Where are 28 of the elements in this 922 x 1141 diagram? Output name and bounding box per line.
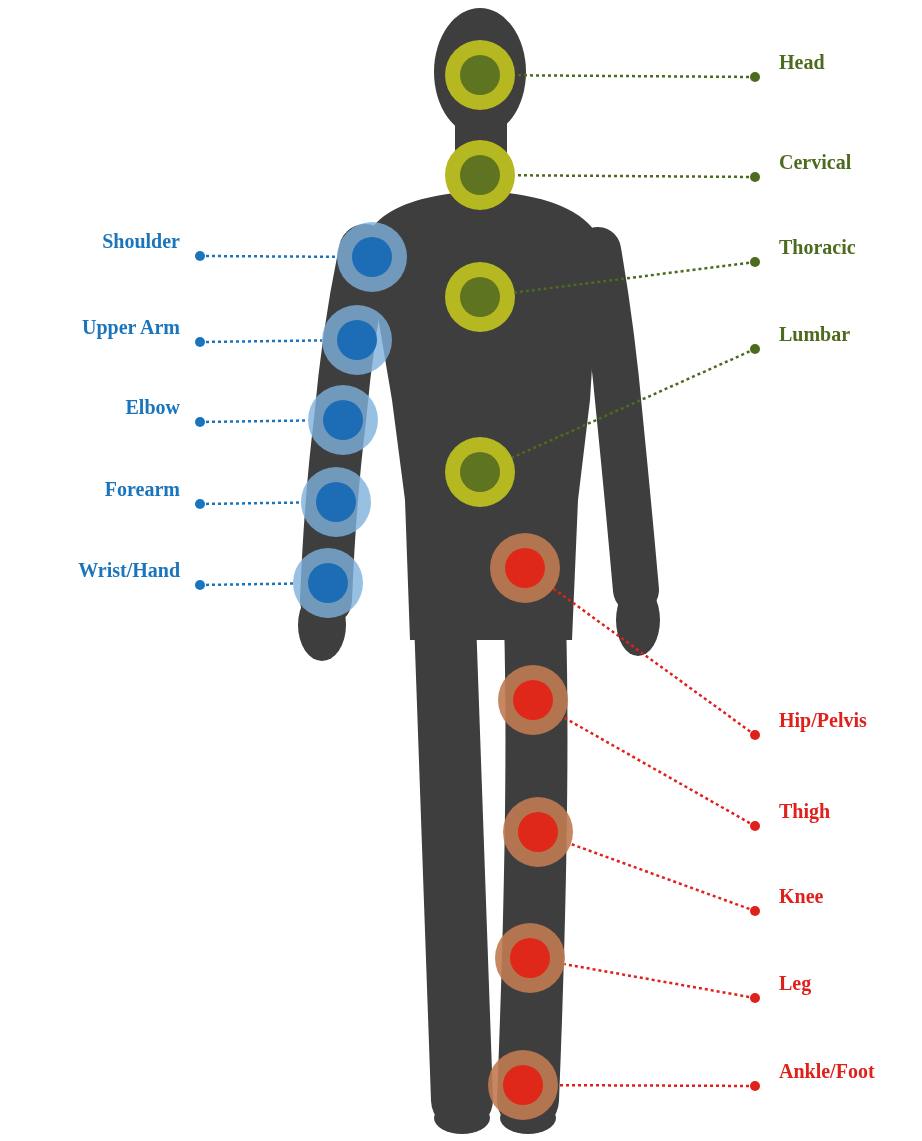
body-part-label: Lumbar bbox=[779, 322, 851, 347]
body-part-label: Head bbox=[779, 50, 825, 75]
leader-line bbox=[195, 417, 308, 427]
body-part-label: Cervical bbox=[779, 150, 852, 175]
body-part-label: Ankle/Foot bbox=[779, 1059, 875, 1084]
body-part-label: Thoracic bbox=[779, 235, 856, 260]
body-part-label: Leg bbox=[779, 971, 812, 996]
body-part-label: Wrist/Hand bbox=[78, 558, 180, 583]
leader-line bbox=[195, 499, 302, 509]
leader-line bbox=[514, 257, 760, 294]
leader-line bbox=[570, 842, 760, 916]
leader-line bbox=[515, 72, 760, 82]
leader-line bbox=[195, 337, 322, 347]
body-part-label: Forearm bbox=[104, 477, 180, 502]
body-part-label: Thigh bbox=[779, 799, 831, 824]
leader-line bbox=[552, 587, 760, 740]
body-part-label: Hip/Pelvis bbox=[779, 708, 867, 733]
body-part-label: Upper Arm bbox=[82, 315, 180, 340]
body-part-label: Shoulder bbox=[102, 229, 180, 254]
body-part-label: Elbow bbox=[125, 395, 180, 420]
leader-line bbox=[195, 251, 337, 261]
leader-line bbox=[564, 962, 760, 1003]
leader-line bbox=[515, 172, 760, 182]
body-part-label: Knee bbox=[779, 884, 824, 909]
leader-line bbox=[558, 1081, 760, 1091]
leader-line bbox=[511, 344, 760, 459]
leader-line bbox=[195, 580, 293, 590]
leader-line bbox=[562, 716, 760, 831]
